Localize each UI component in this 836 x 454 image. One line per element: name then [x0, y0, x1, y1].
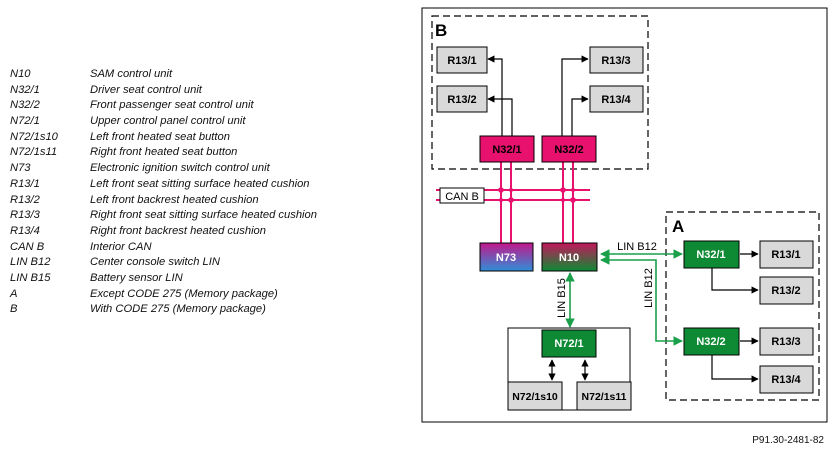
a-r13-4: R13/4	[759, 365, 814, 394]
can-b-label: CAN B	[445, 191, 479, 203]
b-r13-1-label: R13/1	[447, 55, 476, 67]
a-n32-2-label: N32/2	[696, 336, 725, 348]
legend-description: Except CODE 275 (Memory package)	[90, 287, 278, 300]
legend-description: Right front heated seat button	[90, 146, 238, 159]
a-r13-1: R13/1	[759, 240, 814, 269]
legend-description: Interior CAN	[90, 240, 152, 253]
legend-description: Front passenger seat control unit	[90, 99, 254, 112]
legend-description: Battery sensor LIN	[90, 271, 183, 284]
legend-description: Right front seat sitting surface heated …	[90, 209, 317, 222]
b-n32-1: N32/1	[479, 135, 535, 163]
legend-description: With CODE 275 (Memory package)	[90, 303, 266, 316]
lin-bus-lines	[565, 249, 683, 346]
legend-code: CAN B	[10, 240, 45, 253]
legend-code: B	[10, 303, 18, 316]
legend-description: Right front backrest heated cushion	[90, 224, 266, 237]
n72-enclosure	[507, 327, 631, 411]
legend-code: LIN B15	[10, 271, 51, 284]
lin-b12-horizontal-label: LIN B12	[617, 241, 657, 253]
can-b-label-box	[439, 187, 485, 204]
legend-code: N32/2	[10, 99, 40, 112]
b-r13-4-label: R13/4	[601, 94, 631, 106]
n72-1-label: N72/1	[554, 338, 583, 350]
n73: N73	[479, 242, 534, 272]
group-a-label: A	[672, 217, 684, 236]
b-r13-2: R13/2	[436, 85, 488, 113]
legend-code: N32/1	[10, 83, 40, 96]
n72-1s11: N72/1s11	[576, 381, 632, 411]
n72-1s10: N72/1s10	[507, 381, 563, 411]
a-r13-1-label: R13/1	[771, 249, 800, 261]
lin-b15-label: LIN B15	[556, 278, 568, 318]
group-b-arrows	[487, 55, 589, 136]
a-r13-3: R13/3	[759, 327, 814, 356]
b-r13-4: R13/4	[589, 85, 644, 113]
diagram-frame	[421, 7, 828, 423]
a-n32-1: N32/1	[683, 240, 740, 269]
legend-description: Center console switch LIN	[90, 256, 220, 269]
legend-description: Electronic ignition switch control unit	[90, 162, 270, 175]
b-r13-2-label: R13/2	[447, 94, 476, 106]
b-n32-2: N32/2	[541, 135, 597, 163]
b-n32-2-label: N32/2	[554, 144, 583, 156]
n10-label: N10	[559, 252, 579, 264]
a-n32-2: N32/2	[683, 327, 740, 356]
can-b-junctions	[498, 187, 576, 203]
legend-code: A	[10, 287, 18, 300]
n73-label: N73	[496, 252, 516, 264]
switch-arrows	[548, 359, 589, 381]
a-r13-2: R13/2	[759, 276, 814, 305]
n72-1: N72/1	[541, 329, 597, 358]
a-r13-4-label: R13/4	[771, 374, 801, 386]
legend-code: N72/1	[10, 115, 40, 128]
a-n32-1-label: N32/1	[696, 249, 725, 261]
legend-code: LIN B12	[10, 256, 51, 269]
legend-code: N72/1s11	[10, 146, 58, 159]
legend-description: Upper control panel control unit	[90, 115, 246, 128]
b-n32-1-label: N32/1	[492, 144, 521, 156]
legend-description: Left front seat sitting surface heated c…	[90, 177, 310, 190]
lin-b12-vertical-label: LIN B12	[643, 268, 655, 308]
legend-description: SAM control unit	[90, 68, 173, 80]
legend-code: R13/4	[10, 224, 40, 237]
group-b-box	[431, 15, 649, 170]
legend-code: R13/3	[10, 209, 40, 222]
b-r13-3: R13/3	[589, 46, 644, 74]
legend-code: N73	[10, 162, 31, 175]
b-r13-1: R13/1	[436, 46, 488, 74]
a-r13-3-label: R13/3	[771, 336, 800, 348]
b-r13-3-label: R13/3	[601, 55, 630, 67]
legend-description: Left front heated seat button	[90, 130, 230, 143]
legend-description: Driver seat control unit	[90, 83, 202, 96]
legend-code: R13/1	[10, 177, 40, 190]
group-a-arrows	[711, 250, 759, 383]
legend-code: N72/1s10	[10, 130, 58, 143]
legend-code: R13/2	[10, 193, 40, 206]
legend-code: N10	[10, 68, 31, 80]
document-reference: P91.30-2481-82	[752, 435, 824, 446]
n72-1s10-label: N72/1s10	[512, 391, 558, 403]
n10: N10	[541, 242, 598, 272]
a-r13-2-label: R13/2	[771, 285, 800, 297]
group-b-label: B	[435, 21, 447, 40]
n72-1s11-label: N72/1s11	[582, 391, 627, 403]
legend-description: Left front backrest heated cushion	[90, 193, 259, 206]
